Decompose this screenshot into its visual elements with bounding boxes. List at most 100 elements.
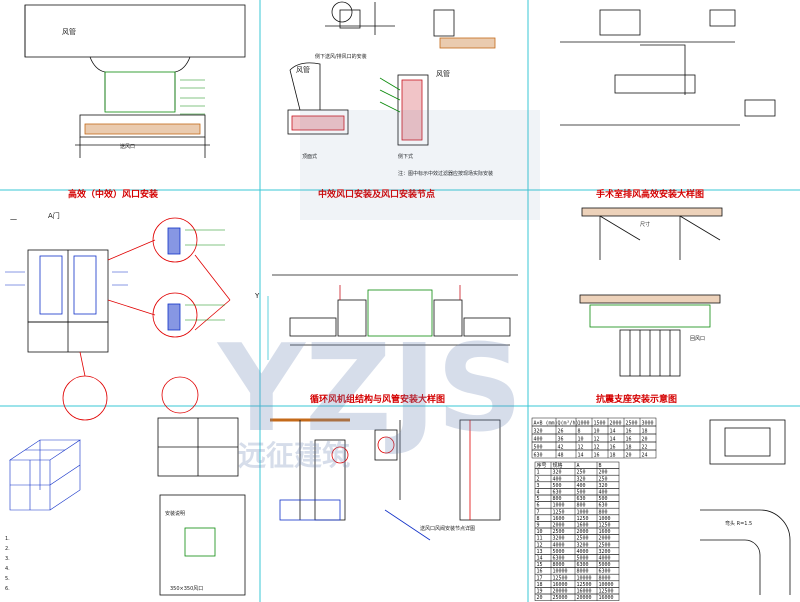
table1-cell: 18 <box>626 445 632 451</box>
table2-cell: 4000 <box>599 556 611 562</box>
table1-header-cell: A×B (mm) <box>534 421 558 427</box>
table2-cell: 200 <box>599 470 608 476</box>
p10-title-ref: 抗震支座安装示意图 <box>596 393 677 405</box>
table2-cell: 14 <box>537 556 543 562</box>
p2-duct-right: 风管 <box>436 69 450 78</box>
table2-cell: 800 <box>577 503 586 509</box>
table2-cell: 16000 <box>553 582 568 588</box>
table1-cell: 42 <box>558 445 564 451</box>
table1-header-cell: 3000 <box>642 421 654 427</box>
table2-cell: 4000 <box>577 549 589 555</box>
table2-cell: 20000 <box>553 589 568 595</box>
table2-cell: 3 <box>537 483 540 489</box>
table2-cell: 1250 <box>577 516 589 522</box>
table2-cell: 6300 <box>577 562 589 568</box>
table1-header-cell: Q(m³/h) <box>558 421 579 427</box>
table2-cell: 17 <box>537 575 543 581</box>
table2-cell: 2 <box>537 476 540 482</box>
table2-cell: 1600 <box>599 529 611 535</box>
table2-cell: 8 <box>537 516 540 522</box>
table2-cell: 1250 <box>599 523 611 529</box>
p2-label-right: 侧下式 <box>398 153 413 160</box>
panel-p1 <box>24 4 246 158</box>
table1-cell: 16 <box>626 437 632 443</box>
p1-duct-label: 风管 <box>62 27 76 36</box>
table1-cell: 10 <box>594 429 600 435</box>
p4-label-b: 一 <box>10 216 17 224</box>
table2-cell: 5 <box>537 496 540 502</box>
table1-cell: 320 <box>534 429 543 435</box>
panel-p4 <box>5 217 231 421</box>
table2-cell: 16000 <box>577 589 592 595</box>
table2-cell: 7 <box>537 509 540 515</box>
table2-cell: 3200 <box>599 549 611 555</box>
table2-cell: 1000 <box>553 503 565 509</box>
table1-cell: 36 <box>558 437 564 443</box>
table2-cell: 1000 <box>577 509 589 515</box>
p4-label-a: A门 <box>48 211 60 220</box>
table2-cell: 1600 <box>577 523 589 529</box>
table1-cell: 14 <box>610 437 616 443</box>
p7-note-1: 1. <box>5 536 10 542</box>
watermark: YZJS 远征建筑 <box>216 110 540 472</box>
p9-caption: 送风口风阀安装节点详图 <box>420 525 475 532</box>
table1-cell: 16 <box>626 429 632 435</box>
table1-cell: 18 <box>610 453 616 459</box>
p7-note-4: 4. <box>5 566 10 572</box>
table2-cell: 1000 <box>599 516 611 522</box>
table2-cell: 630 <box>553 490 562 496</box>
table2-cell: 5000 <box>553 549 565 555</box>
table1-cell: 500 <box>534 445 543 451</box>
table2-cell: 6 <box>537 503 540 509</box>
table1-cell: 12 <box>578 445 584 451</box>
table2-row <box>534 593 620 601</box>
table2-cell: 12500 <box>577 582 592 588</box>
table1-cell: 24 <box>642 453 648 459</box>
table1-cell: 20 <box>626 453 632 459</box>
p3-title: 手术室排风高效安装大样图 <box>596 188 704 200</box>
table2-cell: 10 <box>537 529 543 535</box>
table2-cell: 1600 <box>553 516 565 522</box>
table2-cell: 4000 <box>553 542 565 548</box>
table2-cell: 13 <box>537 549 543 555</box>
table1-cell: 18 <box>642 429 648 435</box>
table1-cell: 12 <box>594 445 600 451</box>
p5-axis: Y <box>254 292 260 300</box>
table2-cell: 8000 <box>553 562 565 568</box>
table1-cell: 26 <box>558 429 564 435</box>
panel-p9 <box>270 418 501 541</box>
table2-cell: 4 <box>537 490 540 496</box>
table1-cell: 48 <box>558 453 564 459</box>
table2-cell: 500 <box>553 483 562 489</box>
table2-cell: 400 <box>553 476 562 482</box>
table2-cell: 800 <box>599 509 608 515</box>
table2-cell: 2500 <box>553 529 565 535</box>
table1-cell: 16 <box>594 453 600 459</box>
p5-title: 循环风机组结构与风管安装大样图 <box>310 393 445 405</box>
p2-label-left: 顶面式 <box>302 153 317 160</box>
table2-cell: 16000 <box>599 595 614 601</box>
table2-cell: 8000 <box>599 575 611 581</box>
table2-cell: 11 <box>537 536 543 542</box>
table1-cell: 400 <box>534 437 543 443</box>
table2-cell: 2000 <box>553 523 565 529</box>
table1-header-cell: 2000 <box>610 421 622 427</box>
table2-cell: 10000 <box>599 582 614 588</box>
p2-title: 中效风口安装及风口安装节点 <box>318 188 435 200</box>
table1-cell: 22 <box>642 445 648 451</box>
table2-cell: 5000 <box>577 556 589 562</box>
table2-cell: 2500 <box>599 542 611 548</box>
panel-p7 <box>9 439 81 511</box>
table1-cell: 10 <box>578 437 584 443</box>
p6-size-note: 尺寸 <box>640 221 650 228</box>
panel-p5 <box>267 274 518 360</box>
table2-cell: 6300 <box>553 556 565 562</box>
watermark-text: YZJS <box>216 320 523 459</box>
table2-cell: 500 <box>577 490 586 496</box>
panel-p8 <box>157 417 246 596</box>
table2-cell: 800 <box>553 496 562 502</box>
